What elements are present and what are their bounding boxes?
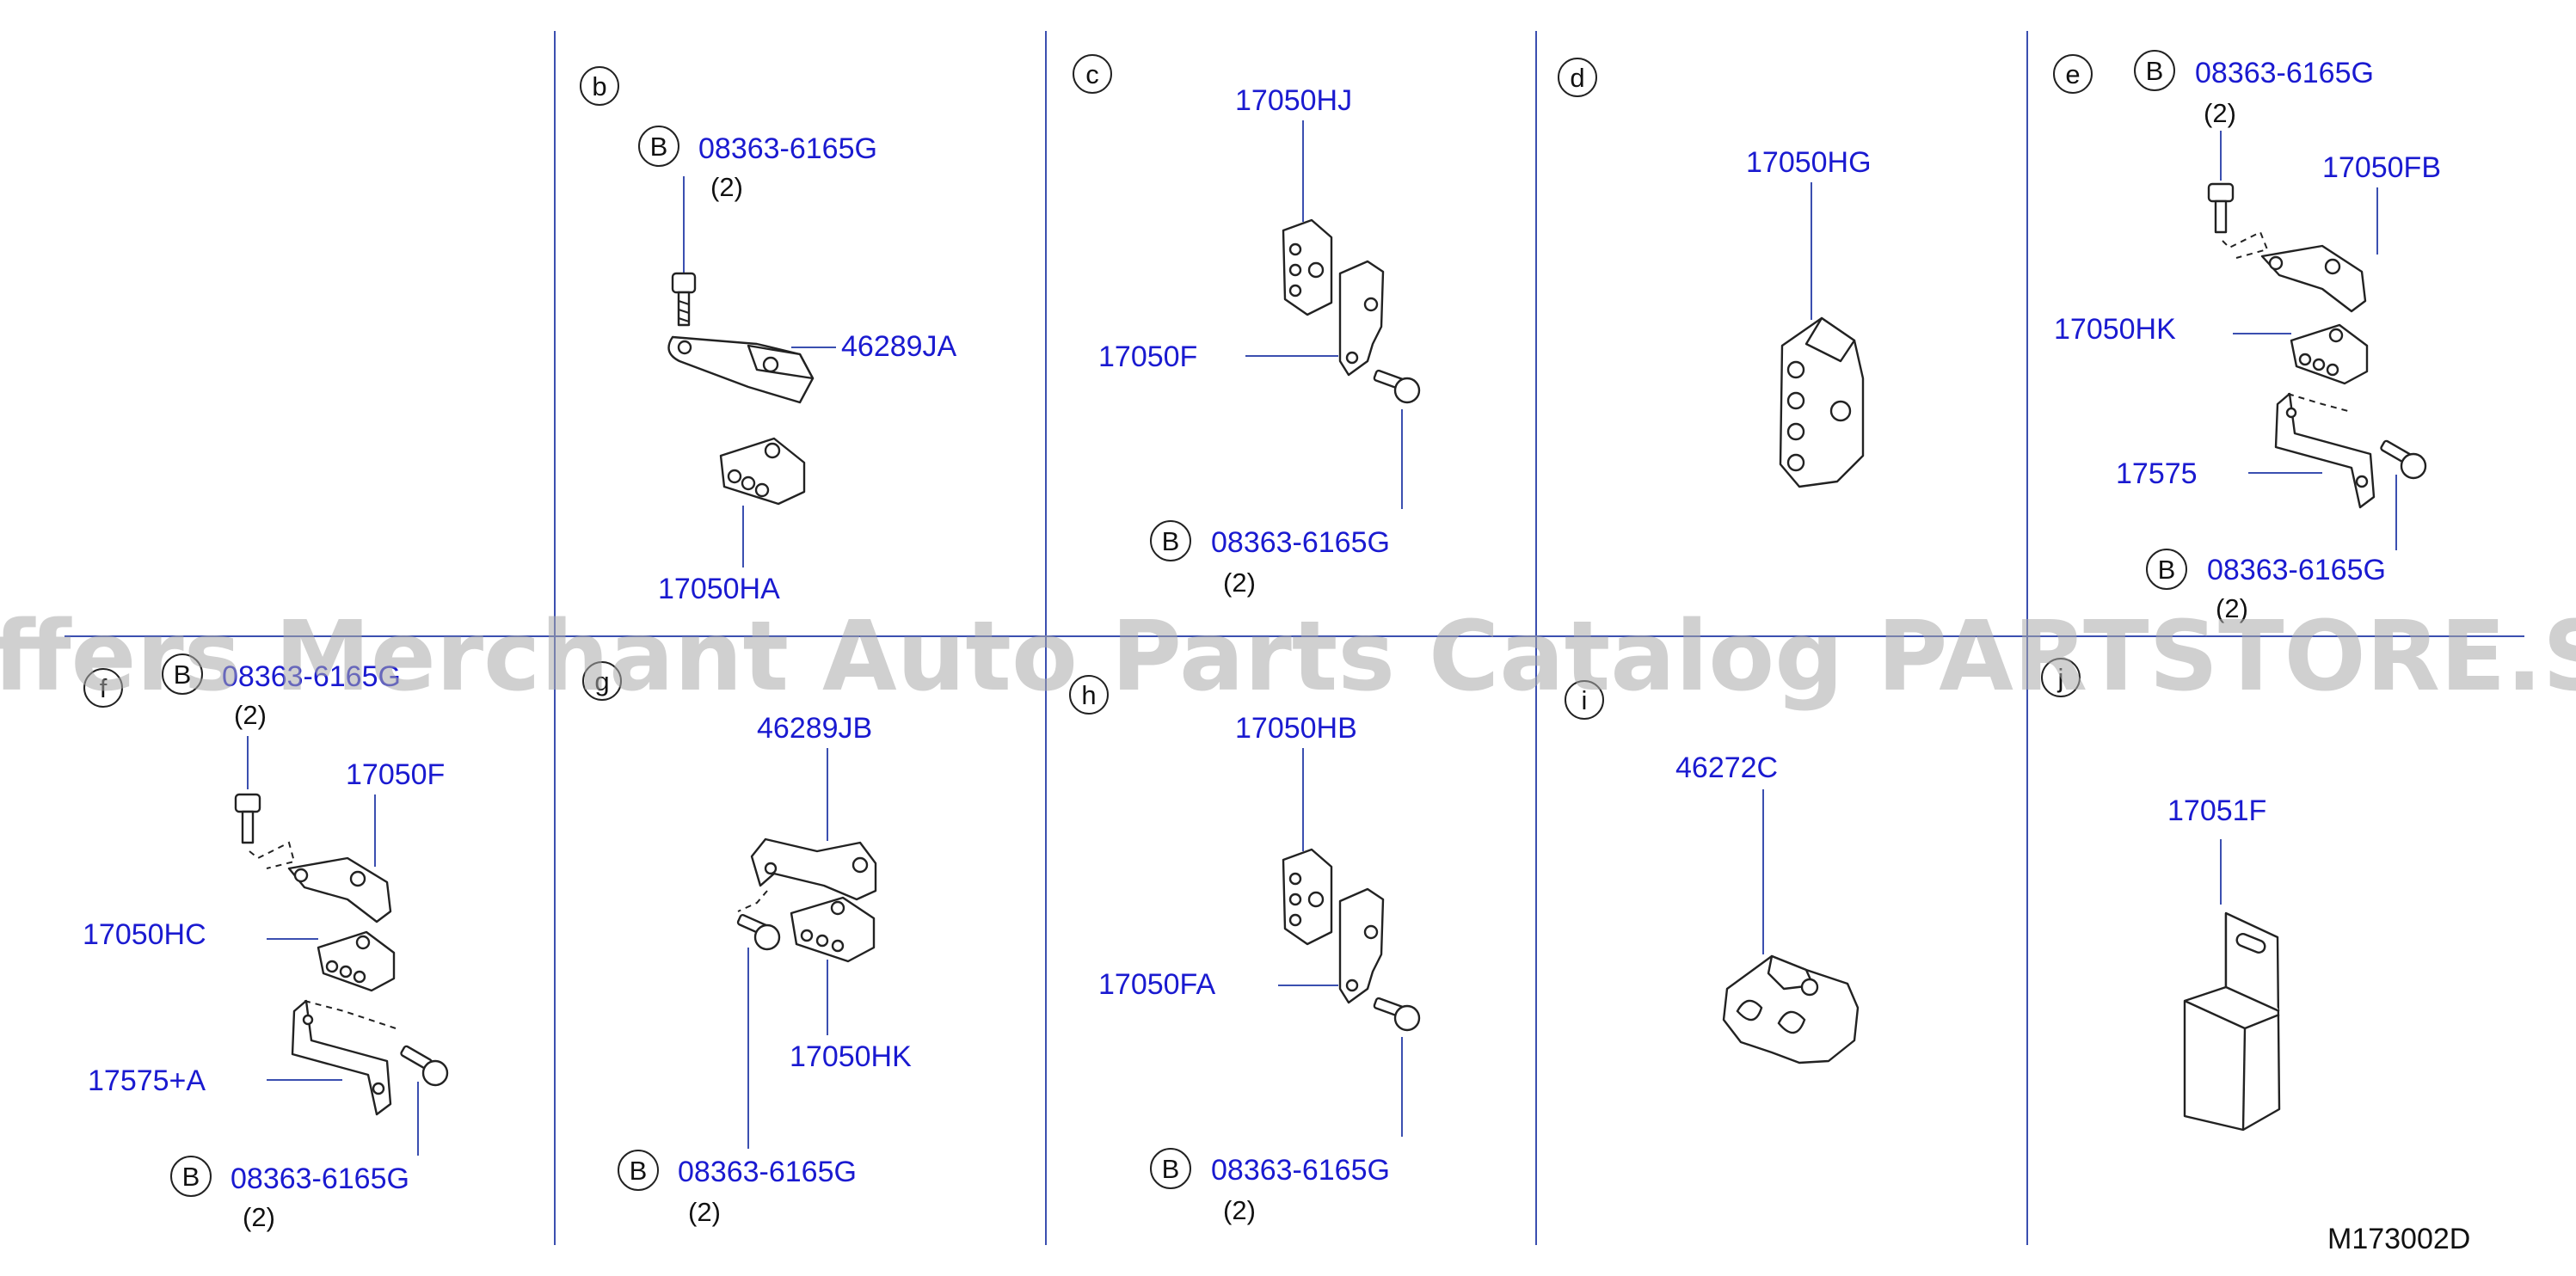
part-number-bracket[interactable]: 17050FA (1098, 968, 1215, 1001)
clamp-icon (1282, 848, 1333, 946)
bolt2-quantity: (2) (243, 1202, 275, 1232)
bolt2-symbol: B (182, 1162, 200, 1192)
panel-d: d 17050HG (1558, 58, 1872, 488)
bolt-quantity: (2) (1223, 567, 1256, 598)
clamp-icon (1722, 954, 1860, 1064)
panel-letter: g (594, 666, 609, 696)
bolt2-icon (400, 1045, 449, 1087)
panel-c: c 17050HJ 17050F B 08363-6165G (2) (1073, 54, 1421, 598)
panel-letter: d (1570, 63, 1584, 93)
panel-letter: e (2065, 59, 2080, 89)
panel-e: e B 08363-6165G (2) 17050FB 17050HK (2053, 50, 2441, 623)
bolt-symbol: B (630, 1156, 648, 1186)
panel-letter: h (1081, 680, 1096, 710)
clamp-icon (1282, 218, 1333, 316)
part-number-clamp[interactable]: 17050HC (83, 918, 206, 951)
clamp-icon (790, 896, 876, 963)
bolt-symbol: B (174, 659, 192, 690)
panel-j: j 17051F (2041, 658, 2281, 1132)
part-number-bolt[interactable]: 08363-6165G (1211, 1154, 1390, 1187)
bolt-symbol: B (650, 132, 668, 162)
part-number-clamp[interactable]: 17050HJ (1235, 84, 1352, 117)
part-number-bolt[interactable]: 08363-6165G (678, 1156, 857, 1188)
bolt-icon (1373, 997, 1421, 1032)
part-number-clamp[interactable]: 17050HK (2054, 313, 2176, 346)
panel-letter: b (592, 71, 606, 101)
part-number-clamp[interactable]: 17050HB (1235, 712, 1357, 745)
part-number-bolt2[interactable]: 08363-6165G (2207, 554, 2386, 586)
part-number-clamp[interactable]: 17050HG (1746, 146, 1872, 179)
part-number-bracket2[interactable]: 17575+A (88, 1064, 206, 1097)
bolt-icon (1373, 369, 1421, 404)
bracket2-icon (2274, 392, 2376, 509)
watermark-text: Offers Merchant Auto Parts Catalog PARTS… (0, 601, 2576, 713)
clamp-icon (719, 437, 806, 506)
bolt-icon (736, 913, 781, 951)
bolt-icon (2207, 182, 2235, 234)
bolt-quantity: (2) (1223, 1195, 1256, 1225)
panel-grid (65, 31, 2524, 1245)
bracket-icon (1338, 887, 1385, 1004)
part-number-bracket2[interactable]: 17575 (2116, 457, 2198, 490)
part-number-clamp[interactable]: 17050HK (790, 1040, 912, 1073)
bolt-quantity: (2) (710, 172, 743, 202)
panel-letter: f (100, 673, 108, 703)
part-number-bolt[interactable]: 08363-6165G (698, 132, 877, 165)
clamp-icon (2290, 323, 2369, 385)
part-number-bracket[interactable]: 17050F (346, 758, 445, 791)
bolt-quantity: (2) (234, 700, 267, 730)
bracket-icon (287, 856, 392, 923)
catalog-code: M173002D (2327, 1223, 2470, 1255)
bolt-quantity: (2) (2204, 98, 2236, 128)
bolt-icon (671, 272, 697, 327)
part-number-clamp[interactable]: 46272C (1675, 751, 1778, 784)
part-number-bracket[interactable]: 17050F (1098, 340, 1197, 373)
panel-letter: c (1085, 59, 1099, 89)
part-number-bracket[interactable]: 46289JA (841, 330, 957, 363)
bolt-symbol: B (2146, 56, 2164, 86)
bracket-icon (667, 335, 815, 404)
bracket-icon (1338, 260, 1385, 377)
panel-letter: i (1582, 685, 1588, 715)
bracket-icon (2260, 244, 2367, 313)
bracket2-icon (291, 999, 397, 1116)
panel-i: i 46272C (1565, 680, 1860, 1064)
part-number-bracket[interactable]: 46289JB (757, 712, 872, 745)
bolt2-icon (2380, 439, 2427, 480)
part-number-clamp[interactable]: 17050HA (658, 573, 780, 605)
part-number-bolt[interactable]: 08363-6165G (1211, 526, 1390, 559)
part-number-bolt2[interactable]: 08363-6165G (231, 1163, 409, 1195)
panel-letter: j (2057, 663, 2064, 693)
bolt2-quantity: (2) (2216, 593, 2248, 623)
part-number-bracket[interactable]: 17050FB (2322, 151, 2441, 184)
bolt-symbol: B (1162, 1154, 1180, 1184)
panel-g: g 46289JB 17050HK B 08363-6165G (2) (582, 661, 912, 1227)
part-number-bolt[interactable]: 08363-6165G (2195, 57, 2374, 89)
clamp-icon (1779, 316, 1865, 488)
bolt2-symbol: B (2158, 555, 2176, 585)
part-number-bracket[interactable]: 17051F (2167, 794, 2266, 827)
panel-f: f B 08363-6165G (2) 17050F 17050HC (83, 653, 449, 1232)
bolt-symbol: B (1162, 526, 1180, 556)
panel-h: h 17050HB 17050FA B 08363-6165G (2) (1069, 675, 1421, 1225)
part-number-bolt[interactable]: 08363-6165G (222, 660, 401, 693)
panel-b: b B 08363-6165G (2) 46289JA 1 (580, 66, 957, 605)
clamp-icon (317, 930, 396, 992)
bracket-icon (750, 837, 877, 901)
bolt-icon (234, 793, 261, 844)
bracket-icon (2183, 911, 2281, 1132)
bolt-quantity: (2) (688, 1197, 721, 1227)
